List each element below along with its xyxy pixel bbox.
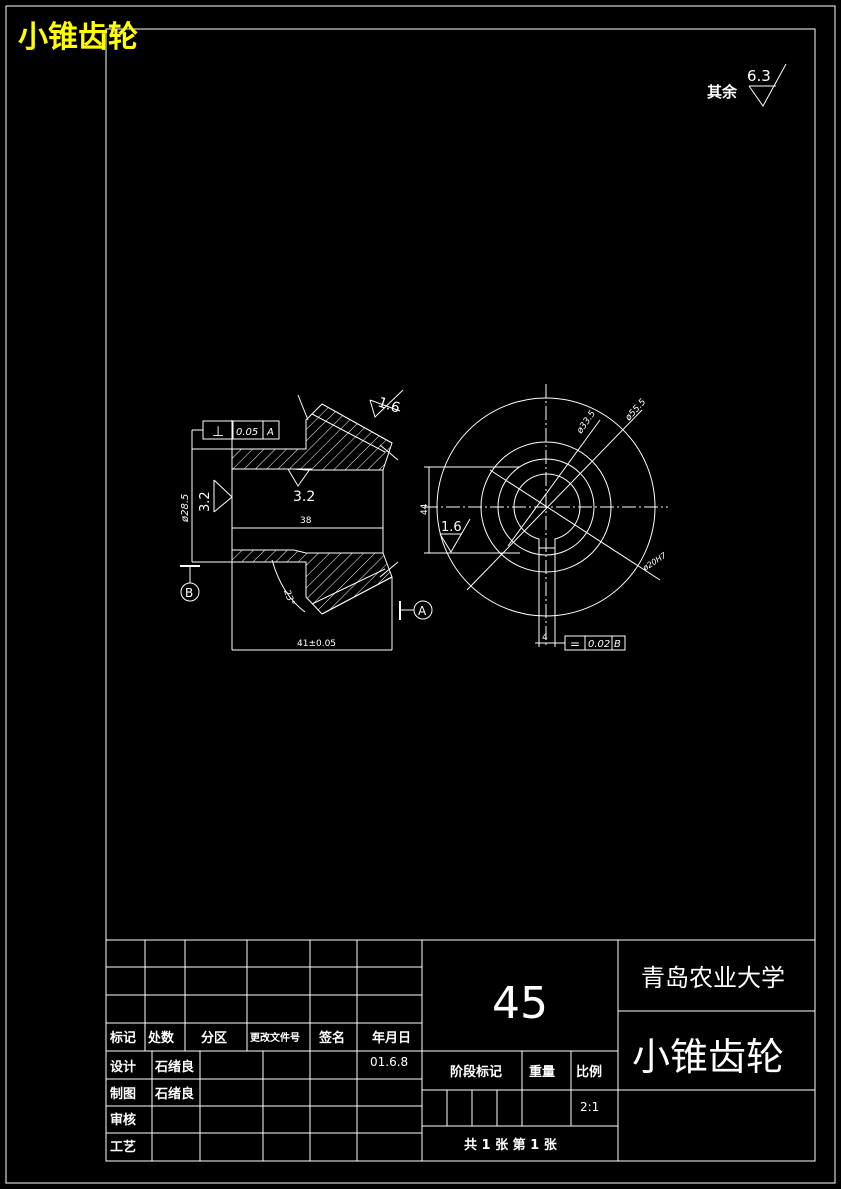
header-date: 年月日 [372, 1030, 411, 1046]
perp-symbol: ⊥ [212, 424, 224, 440]
roughness-others-label: 其余 [707, 83, 738, 101]
design-name: 石绪良 [154, 1059, 194, 1075]
roughness-others: 其余 6.3 [707, 63, 787, 107]
dim-height: 44 [420, 503, 430, 515]
total-length-label: 41±0.05 [297, 639, 336, 649]
upper-hatch-region [231, 403, 393, 471]
design-label: 设计 [110, 1059, 136, 1075]
left-section-view: ⊥ 0.05 A ø28.5 3.2 3.2 1.6 38 23° 41±0.0… [180, 389, 433, 651]
drawing-title: 小锥齿轮 [18, 20, 138, 55]
part-name: 小锥齿轮 [632, 1035, 784, 1079]
lower-hatch-region [231, 549, 393, 615]
stage-label: 阶段标记 [450, 1064, 502, 1080]
weight-label: 重量 [529, 1064, 555, 1080]
roughness-others-value: 6.3 [747, 67, 771, 85]
perp-value: 0.05 [236, 427, 258, 438]
review-label: 审核 [110, 1112, 136, 1128]
dim-mid: ø33.5 [575, 409, 599, 437]
roughness-right-icon [439, 518, 471, 553]
roughness-cone-value: 1.6 [376, 395, 402, 417]
roughness-cone-icon [369, 389, 404, 418]
header-signature: 签名 [318, 1030, 345, 1046]
bore-with-keyway [513, 473, 581, 549]
school-name: 青岛农业大学 [641, 964, 785, 992]
keyway-width-label: 4 [542, 633, 548, 643]
dim-outer: ø55.5 [623, 397, 648, 424]
sym-symbol: = [570, 637, 580, 651]
outer-border [5, 5, 836, 1184]
roughness-bore-side-icon [213, 479, 233, 513]
diameter-label: ø28.5 [180, 494, 191, 523]
draw-label: 制图 [110, 1086, 136, 1102]
header-doc-no: 更改文件号 [250, 1031, 300, 1044]
roughness-right-value: 1.6 [441, 520, 462, 535]
length-label: 38 [300, 516, 312, 526]
roughness-bore-inner-icon [287, 468, 311, 487]
title-block: 标记 处数 分区 更改文件号 签名 年月日 设计 石绪良 01.6.8 制图 石… [106, 939, 815, 1161]
inner-border [105, 28, 816, 1162]
design-date: 01.6.8 [370, 1055, 408, 1069]
sheet-info: 共 1 张 第 1 张 [464, 1137, 558, 1153]
material: 45 [492, 978, 548, 1029]
roughness-symbol-icon [748, 63, 787, 107]
symmetry-frame: = 0.02 B [564, 635, 626, 651]
perpendicularity-frame: ⊥ 0.05 A [191, 420, 280, 449]
right-end-view: ø55.5 ø33.5 ø20H7 44 1.6 4 = 0.02 B [420, 384, 669, 651]
draw-name: 石绪良 [154, 1086, 194, 1102]
datum-b-letter: B [185, 586, 193, 600]
header-count: 处数 [147, 1030, 175, 1046]
process-label: 工艺 [110, 1139, 136, 1155]
angle-arc [271, 559, 306, 613]
header-mark: 标记 [109, 1030, 136, 1046]
scale-value: 2:1 [580, 1100, 599, 1114]
datum-a-letter: A [418, 604, 427, 618]
perp-datum: A [266, 427, 274, 438]
angle-label: 23° [281, 589, 296, 607]
header-zone: 分区 [201, 1030, 227, 1046]
datum-b: B [180, 565, 200, 602]
roughness-bore-side-value: 3.2 [198, 491, 213, 512]
scale-label: 比例 [576, 1064, 602, 1080]
sym-value: 0.02 [588, 639, 610, 650]
roughness-bore-inner-value: 3.2 [293, 489, 315, 505]
sym-datum: B [614, 639, 621, 650]
datum-a: A [399, 600, 433, 620]
